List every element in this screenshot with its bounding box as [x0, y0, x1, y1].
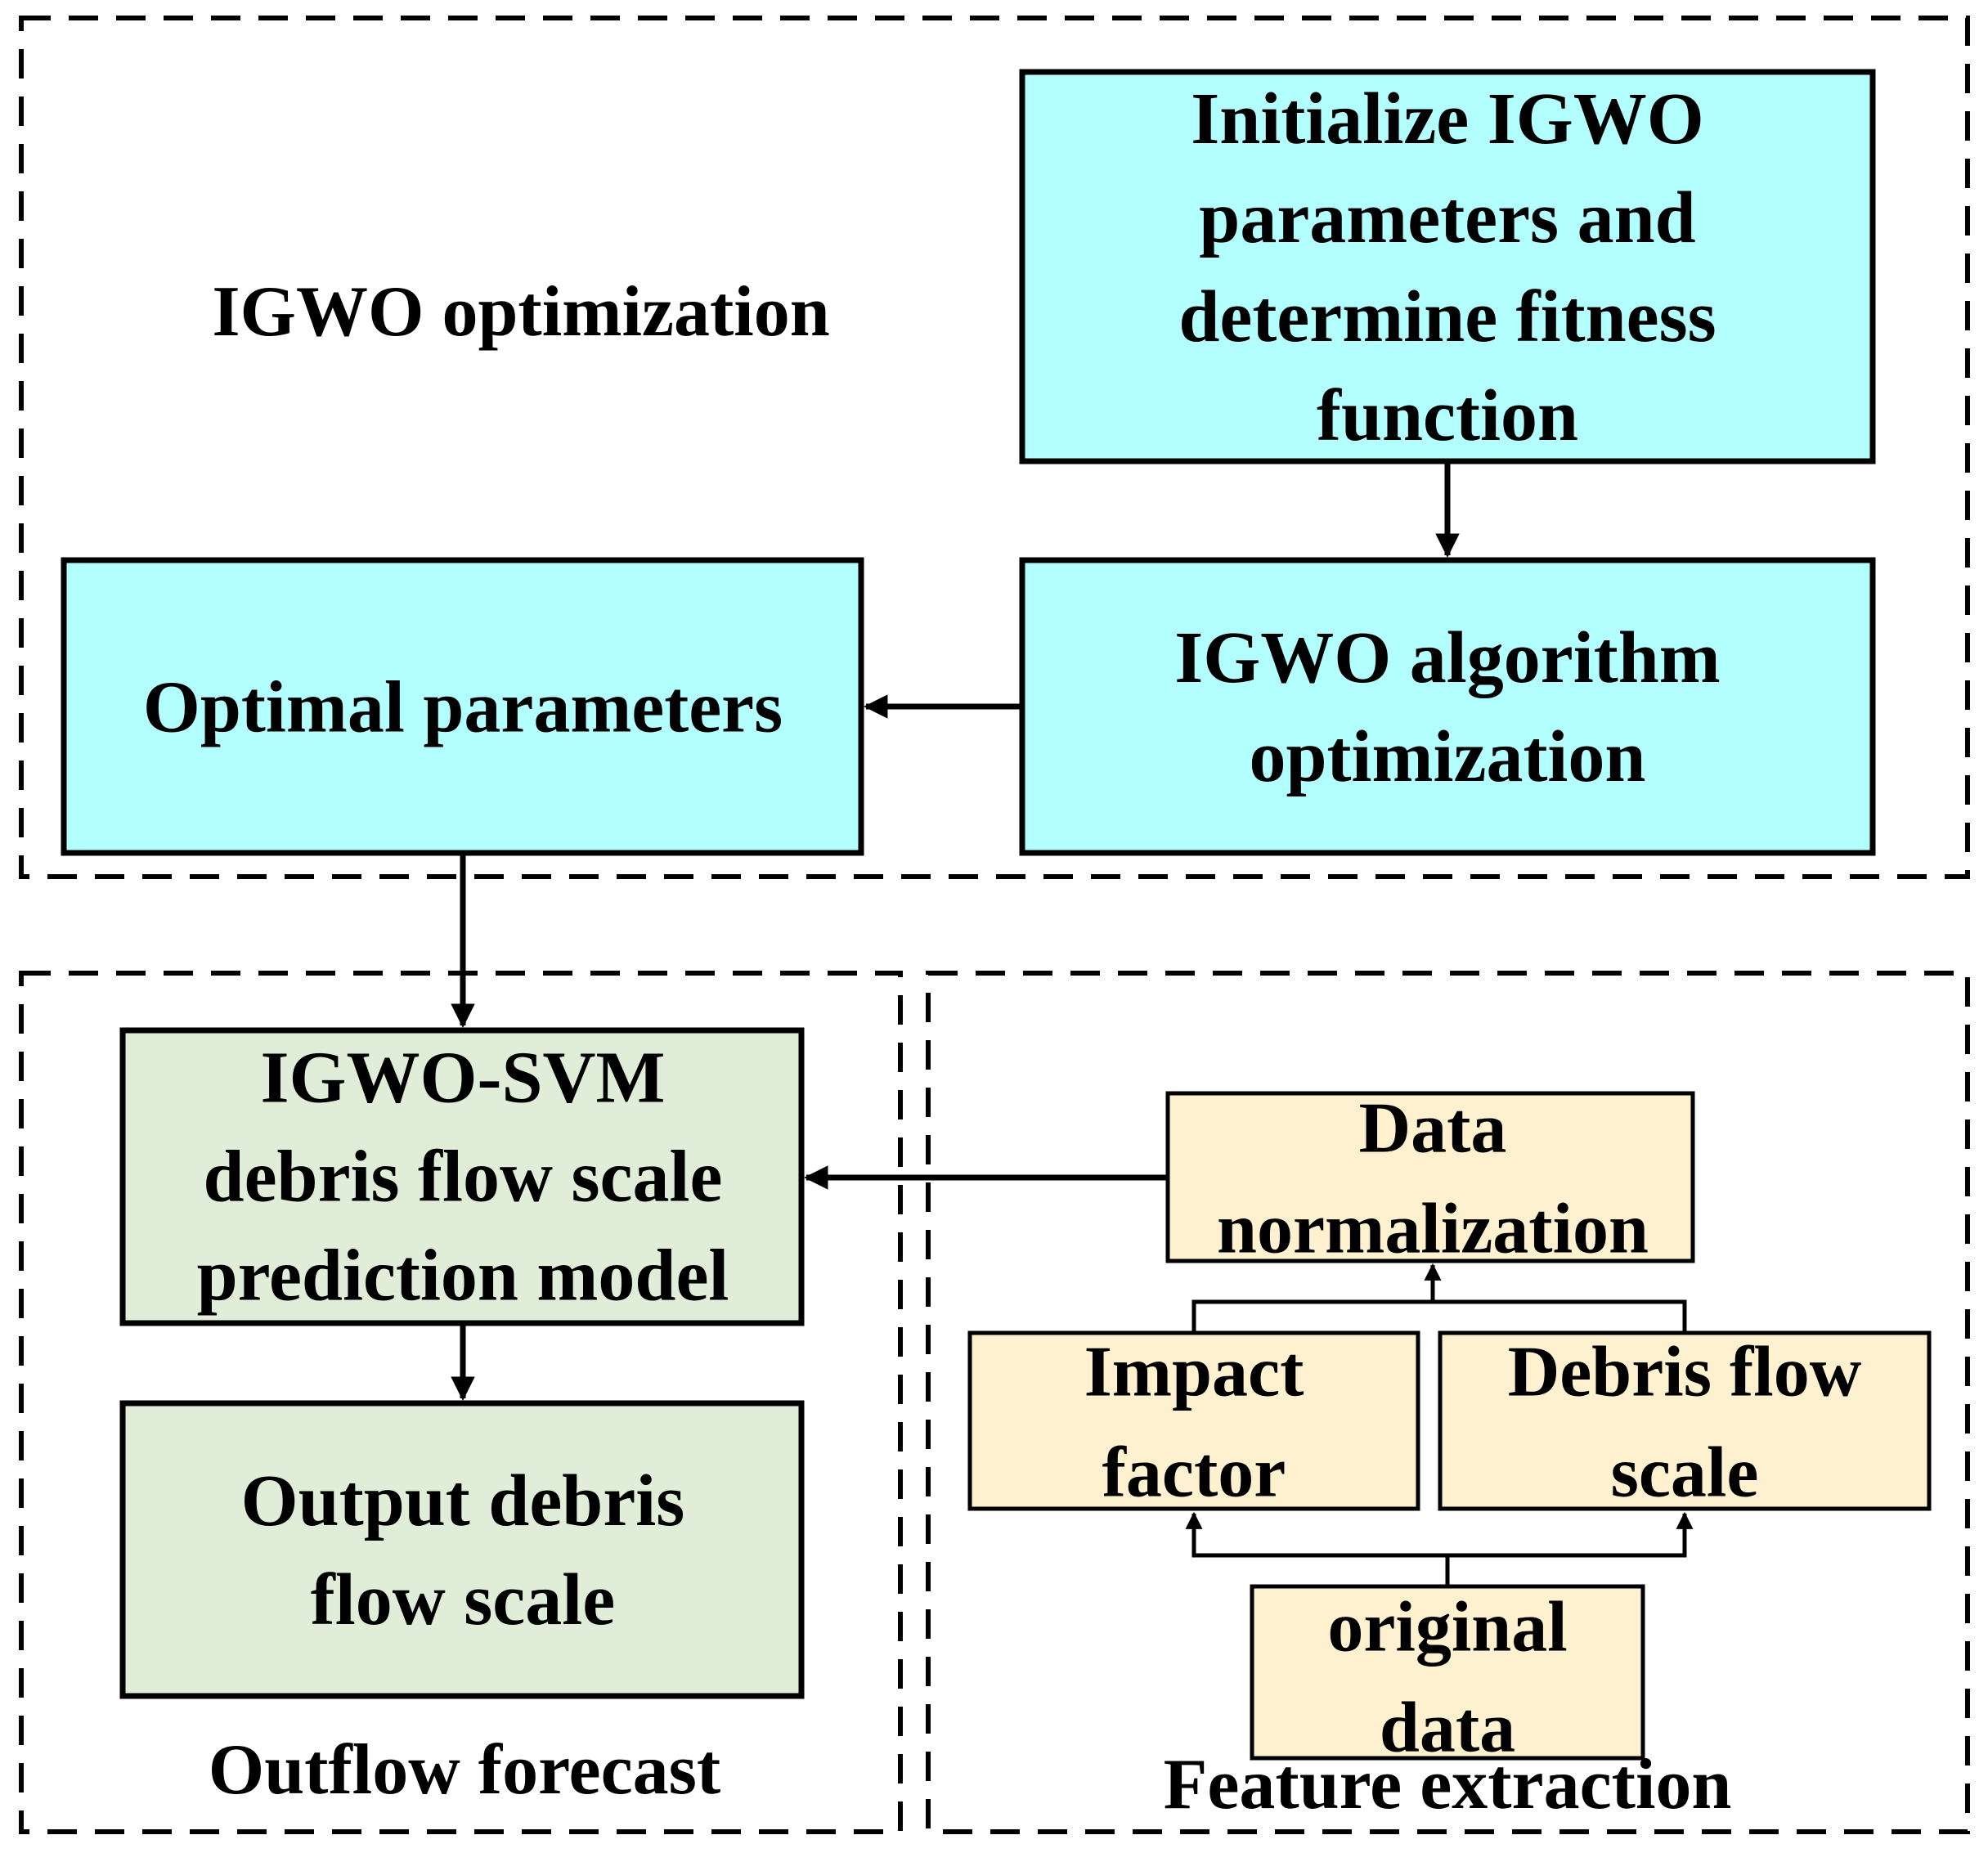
- node-text-line: data: [1380, 1688, 1515, 1767]
- node-original-text: original data: [1327, 1587, 1567, 1767]
- connector-merge-to-normalization: [1191, 1299, 1687, 1333]
- node-algorithm-box: [1019, 557, 1876, 856]
- node-text-line: IGWO algorithm: [1174, 617, 1721, 698]
- node-optimal-text: Optimal parameters: [143, 667, 783, 748]
- node-algorithm-text: IGWO algorithm optimization: [1174, 617, 1721, 797]
- node-init-box: [1019, 69, 1876, 464]
- node-scale-text: Debris flow scale: [1508, 1332, 1862, 1512]
- node-text-line: Data: [1359, 1088, 1507, 1168]
- node-normalization-text: Data normalization: [1217, 1088, 1649, 1268]
- node-output-box: [119, 1400, 805, 1699]
- node-init-text: Initialize IGWO parameters and determine f…: [1178, 79, 1716, 456]
- node-text-line: Impact: [1084, 1332, 1304, 1411]
- node-text-line: normalization: [1217, 1189, 1649, 1268]
- node-original-box: [1250, 1584, 1645, 1761]
- node-text-line: Optimal parameters: [143, 667, 783, 748]
- node-model-box: [119, 1027, 805, 1326]
- node-text-line: Initialize IGWO: [1191, 79, 1704, 159]
- node-text-line: function: [1317, 375, 1578, 456]
- node-text-line: determine fitness: [1178, 276, 1716, 357]
- group-optimization-border: [19, 16, 1970, 879]
- group-label-optimization: IGWO optimization: [212, 272, 829, 352]
- node-text-line: debris flow scale: [204, 1137, 723, 1218]
- node-output-text: Output debris flow scale: [241, 1460, 685, 1640]
- node-text-line: IGWO-SVM: [261, 1038, 666, 1119]
- node-text-line: factor: [1102, 1433, 1286, 1512]
- arrow-original-to-scale: [1447, 1511, 1694, 1558]
- node-text-line: flow scale: [311, 1559, 615, 1640]
- node-model-text: IGWO-SVM debris flow scale prediction mode…: [197, 1038, 729, 1317]
- node-text-line: Debris flow: [1508, 1332, 1862, 1411]
- node-impact-text: Impact factor: [1084, 1332, 1304, 1512]
- node-normalization-box: [1165, 1091, 1695, 1263]
- node-text-line: parameters and: [1199, 177, 1695, 258]
- arrow-original-to-impact: [1185, 1511, 1447, 1558]
- node-text-line: scale: [1611, 1433, 1759, 1512]
- group-label-forecast: Outflow forecast: [209, 1730, 720, 1810]
- node-text-line: original: [1327, 1587, 1567, 1667]
- node-text-line: Output debris: [241, 1460, 685, 1541]
- node-text-line: prediction model: [197, 1236, 729, 1317]
- node-text-line: optimization: [1250, 716, 1646, 797]
